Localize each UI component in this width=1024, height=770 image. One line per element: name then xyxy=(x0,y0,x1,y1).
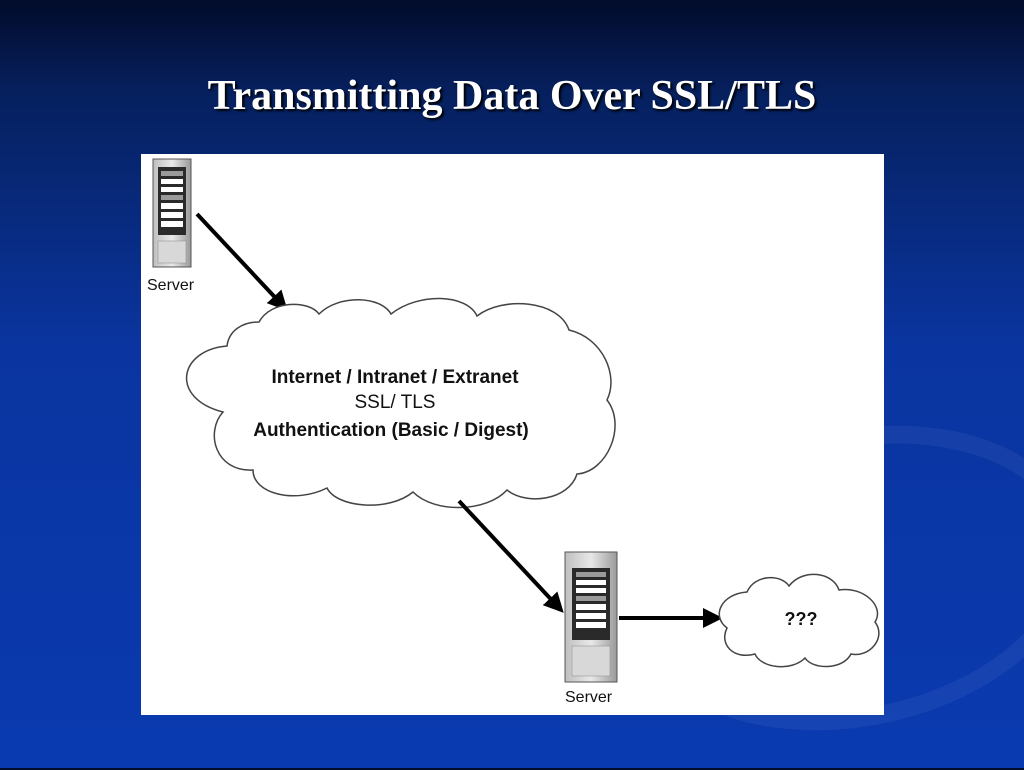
arrow-cloud-to-server xyxy=(457,499,564,613)
server-top-label: Server xyxy=(147,277,195,294)
diagram-panel: Server Internet / Intranet / Extranet SS… xyxy=(141,154,884,715)
server-bottom-icon xyxy=(564,551,618,683)
main-cloud-shape xyxy=(185,297,616,509)
main-cloud-line1: Internet / Intranet / Extranet xyxy=(271,367,519,388)
main-cloud-line2: SSL/ TLS xyxy=(355,392,436,413)
diagram-canvas: Server Internet / Intranet / Extranet SS… xyxy=(147,158,880,706)
arrow-server-to-cloud xyxy=(195,212,288,311)
server-bottom-label: Server xyxy=(565,689,613,706)
main-cloud-line3: Authentication (Basic / Digest) xyxy=(253,420,529,441)
slide-title: Transmitting Data Over SSL/TLS xyxy=(207,73,817,119)
server-top-icon xyxy=(152,158,192,268)
unknown-cloud-shape xyxy=(718,573,880,668)
unknown-cloud-label: ??? xyxy=(785,609,818,629)
